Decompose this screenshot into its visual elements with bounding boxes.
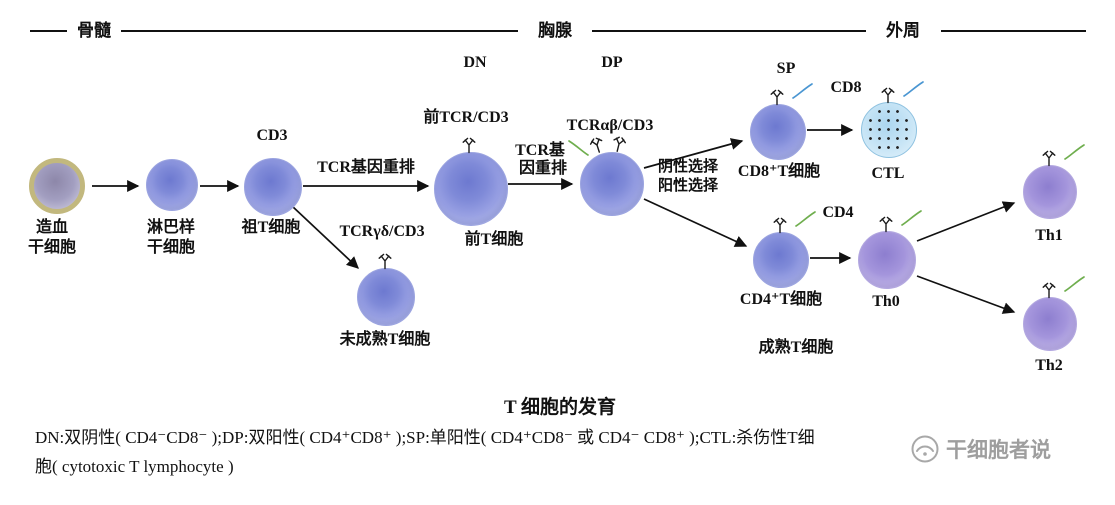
th2-coreceptor-icon <box>1064 276 1085 292</box>
footnote-line1: DN:双阴性( CD4⁻CD8⁻ );DP:双阳性( CD4⁺CD8⁺ );SP… <box>35 428 815 447</box>
label-ctl: CTL <box>871 165 905 182</box>
tcr-receptor-icon <box>1042 150 1056 167</box>
label-positive-selection: 阳性选择 <box>657 178 719 194</box>
label-pre-t: 前T细胞 <box>464 231 524 248</box>
label-tcr-ab-cd3: TCRαβ/CD3 <box>566 117 654 134</box>
diagram-title: T 细胞的发育 <box>503 397 617 418</box>
stage-label-dp: DP <box>601 54 623 71</box>
label-th1: Th1 <box>1035 227 1063 244</box>
label-lsc-line2: 干细胞 <box>146 239 196 256</box>
tcr-receptor-icon <box>462 137 476 154</box>
label-cd4: CD4 <box>822 204 854 221</box>
cell-th0 <box>858 231 916 289</box>
label-tcr-rearrangement-l1: TCR基 <box>515 142 565 159</box>
ctl-coreceptor-icon <box>903 81 924 97</box>
cell-th2 <box>1023 297 1077 351</box>
cell-pre-t <box>434 152 508 226</box>
tcr-receptor-icon <box>1042 282 1056 299</box>
label-mature-t: 成熟T细胞 <box>758 339 834 356</box>
tcr-receptor-icon <box>610 135 627 154</box>
label-cd4-t: CD4⁺T细胞 <box>739 291 823 308</box>
label-immature-t: 未成熟T细胞 <box>339 331 431 348</box>
stage-label-sp: SP <box>776 60 796 77</box>
label-cd3: CD3 <box>256 127 288 144</box>
cell-ctl <box>861 102 917 158</box>
footnote-line2: 胞( cytotoxic T lymphocyte ) <box>35 457 234 476</box>
label-th0: Th0 <box>872 293 900 310</box>
label-hsc-line2: 干细胞 <box>27 239 77 256</box>
th1-coreceptor-icon <box>1064 144 1085 160</box>
cell-lymphoid-stem <box>146 159 198 211</box>
region-label-bone-marrow: 骨髓 <box>77 21 111 40</box>
tcr-receptor-icon <box>881 87 895 104</box>
stage-label-dn: DN <box>463 54 487 71</box>
label-cd8-t: CD8⁺T细胞 <box>737 163 821 180</box>
cell-immature-t <box>357 268 415 326</box>
tcr-receptor-icon <box>879 216 893 233</box>
label-pre-tcr-cd3: 前TCR/CD3 <box>423 109 509 126</box>
tcr-receptor-icon <box>773 217 787 234</box>
th0-coreceptor-icon <box>901 210 922 226</box>
tcr-receptor-icon <box>378 253 392 270</box>
arrow-dp-to-cd4t <box>643 198 748 247</box>
cell-th1 <box>1023 165 1077 219</box>
region-label-periphery: 外周 <box>886 21 920 40</box>
region-label-thymus: 胸腺 <box>538 21 572 40</box>
label-progenitor-t: 祖T细胞 <box>241 219 301 236</box>
label-negative-selection: 阴性选择 <box>657 159 719 175</box>
label-tcr-gd-cd3: TCRγδ/CD3 <box>339 223 425 240</box>
tcr-receptor-icon <box>770 89 784 106</box>
label-lsc-line1: 淋巴样 <box>146 219 196 236</box>
cell-cd8-t <box>750 104 806 160</box>
cd4-coreceptor-icon <box>795 211 816 227</box>
label-hsc-line1: 造血 <box>35 219 69 236</box>
cell-progenitor-t <box>244 158 302 216</box>
cell-dp <box>580 152 644 216</box>
arrow-th0-to-th1 <box>916 201 1016 242</box>
watermark-logo-icon <box>911 435 939 463</box>
label-tcr-rearrangement: TCR基因重排 <box>317 159 415 176</box>
label-tcr-rearrangement-l2: 因重排 <box>518 160 568 177</box>
label-th2: Th2 <box>1035 357 1063 374</box>
dp-coreceptor-icon <box>568 140 589 156</box>
label-cd8: CD8 <box>830 79 862 96</box>
label-lsc: 淋巴样 干细胞 <box>147 218 195 258</box>
label-hsc: 造血 干细胞 <box>28 218 76 258</box>
watermark: 干细胞者说 <box>910 434 1051 464</box>
cell-hematopoietic-stem <box>29 158 85 214</box>
cell-cd4-t <box>753 232 809 288</box>
watermark-text: 干细胞者说 <box>946 439 1051 462</box>
cd8-coreceptor-icon <box>792 83 813 99</box>
arrow-th0-to-th2 <box>916 275 1016 314</box>
